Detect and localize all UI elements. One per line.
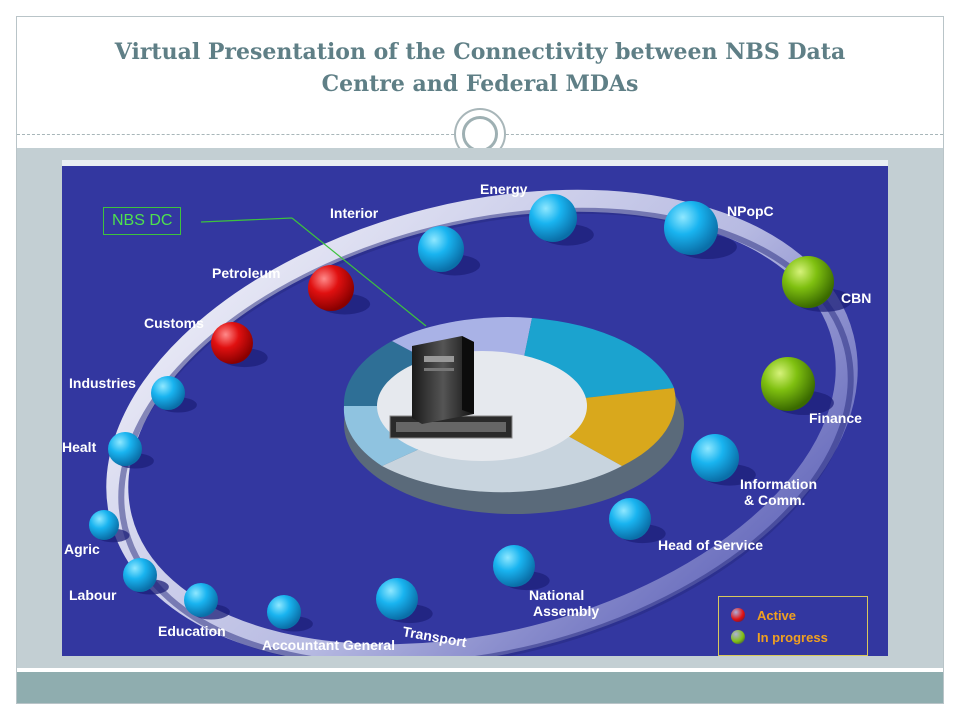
node-sphere-energy: [529, 194, 577, 242]
node-label-energy: Energy: [480, 181, 528, 197]
node-sphere-accountant-general: [267, 595, 301, 629]
slide-title: Virtual Presentation of the Connectivity…: [40, 36, 920, 100]
node-sphere-head-of-service: [609, 498, 651, 540]
node-agric: Agric: [64, 510, 130, 557]
slide-title-line-2: Centre and Federal MDAs: [321, 71, 639, 97]
node-sphere-finance: [761, 357, 815, 411]
node-sphere-cbn: [782, 256, 834, 308]
node-industries: Industries: [69, 375, 197, 413]
legend-swatch-in-progress: [731, 630, 745, 644]
legend-item-active: Active: [731, 605, 796, 625]
node-health: Healt: [62, 432, 154, 469]
node-sphere-agric: [89, 510, 119, 540]
node-accountant-general: Accountant General: [262, 595, 395, 653]
node-information: Information& Comm.: [691, 434, 817, 508]
node-interior: Interior: [330, 205, 481, 276]
node-label-labour: Labour: [69, 587, 117, 603]
node-label-npopc: NPopC: [727, 203, 774, 219]
node-label-accountant-general: Accountant General: [262, 637, 395, 653]
legend-label-in-progress: In progress: [757, 629, 828, 645]
node-education: Education: [158, 583, 230, 639]
node-label-interior: Interior: [330, 205, 379, 221]
node-label-cbn: CBN: [841, 290, 871, 306]
node-cbn: CBN: [782, 256, 871, 312]
node-label-education: Education: [158, 623, 226, 639]
legend: Active In progress: [718, 596, 868, 656]
node-sphere-customs: [211, 322, 253, 364]
node-head-of-service: Head of Service: [609, 498, 763, 553]
hub-connector-diagonal: [291, 217, 427, 327]
node-label-head-of-service: Head of Service: [658, 537, 763, 553]
node-finance: Finance: [761, 357, 862, 426]
node-sphere-npopc: [664, 201, 718, 255]
node-sphere-labour: [123, 558, 157, 592]
node-npopc: NPopC: [664, 201, 774, 260]
legend-swatch-active: [731, 608, 745, 622]
hub-pie-center: [377, 351, 587, 461]
node-sphere-education: [184, 583, 218, 617]
node-sphere-national-assembly: [493, 545, 535, 587]
node-label-information: Information& Comm.: [740, 476, 817, 508]
node-customs: Customs: [144, 315, 268, 368]
node-label-agric: Agric: [64, 541, 100, 557]
legend-item-in-progress: In progress: [731, 627, 828, 647]
node-sphere-interior: [418, 226, 464, 272]
node-label-health: Healt: [62, 439, 97, 455]
node-label-customs: Customs: [144, 315, 204, 331]
slide-title-line-1: Virtual Presentation of the Connectivity…: [114, 39, 846, 65]
legend-label-active: Active: [757, 607, 797, 623]
node-petroleum: Petroleum: [212, 265, 371, 315]
server-icon: [389, 336, 513, 439]
nbs-dc-label: NBS DC: [103, 207, 182, 235]
node-sphere-petroleum: [308, 265, 354, 311]
node-labour: Labour: [69, 558, 169, 603]
node-sphere-health: [108, 432, 142, 466]
hub-connector-horizontal: [200, 217, 293, 223]
node-label-industries: Industries: [69, 375, 136, 391]
node-label-finance: Finance: [809, 410, 862, 426]
node-sphere-information: [691, 434, 739, 482]
footer-band: [17, 672, 943, 703]
node-sphere-industries: [151, 376, 185, 410]
node-energy: Energy: [480, 181, 594, 246]
node-label-petroleum: Petroleum: [212, 265, 280, 281]
node-sphere-transport: [376, 578, 418, 620]
